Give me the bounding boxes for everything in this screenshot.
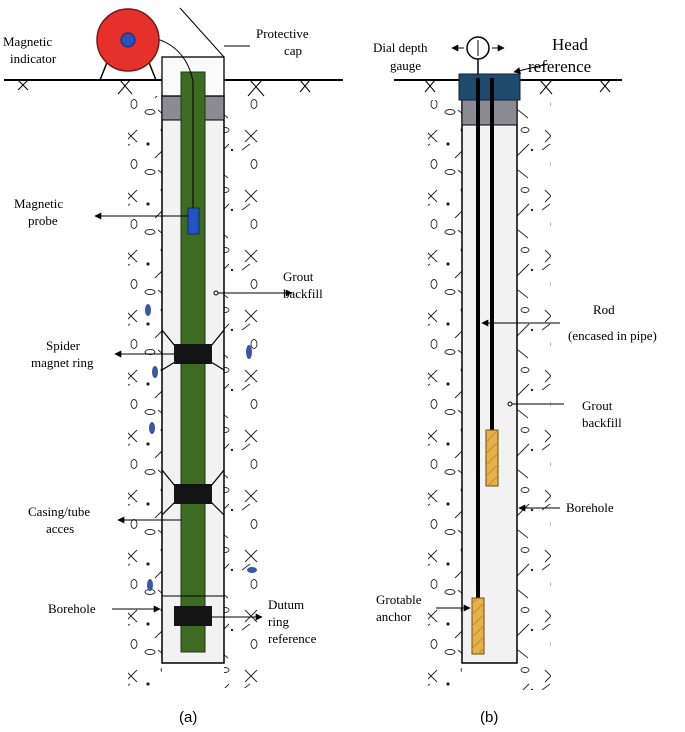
soil-right-a <box>224 96 260 688</box>
label-magnetic-indicator: Magnetic indicator <box>3 34 57 66</box>
spider-ring-1 <box>161 329 225 371</box>
ground-hatch-b <box>424 79 611 95</box>
arrow-head-reference <box>513 63 549 74</box>
caption-a: (a) <box>179 709 197 726</box>
label-protective-cap: Protective cap <box>256 26 312 58</box>
diagram-b: Dial depth gauge Head reference Rod (enc… <box>373 35 657 726</box>
ground-hatch-a <box>17 79 311 97</box>
stone <box>246 345 252 359</box>
cap-hinge-line <box>179 7 225 58</box>
cement-band-b <box>461 99 518 126</box>
label-rod: Rod (encased in pipe) <box>568 302 657 343</box>
label-magnetic-probe: Magnetic probe <box>14 196 66 228</box>
stone <box>147 579 153 591</box>
magnetic-indicator <box>96 8 160 81</box>
label-dial-gauge: Dial depth gauge <box>373 40 431 73</box>
datum-ring <box>174 606 212 626</box>
label-datum-ring: Dutum ring reference <box>268 597 317 646</box>
label-grout-backfill-a: Grout backfill <box>283 269 323 301</box>
head-reference-block <box>458 73 521 101</box>
label-spider-ring: Spider magnet ring <box>31 338 94 370</box>
label-grout-backfill-b: Grout backfill <box>582 398 622 430</box>
soil-right-b <box>517 100 551 690</box>
diagram-a: Magnetic indicator Protective cap Magnet… <box>3 7 343 726</box>
stone <box>247 567 257 573</box>
stone <box>145 304 151 316</box>
label-casing-tube: Casing/tube acces <box>28 504 93 536</box>
borehole-b <box>461 99 518 664</box>
label-grotable-anchor: Grotable anchor <box>376 592 425 624</box>
spider-ring-2 <box>161 469 225 516</box>
label-head-reference: Head reference <box>528 35 592 76</box>
magnetic-probe <box>187 207 200 235</box>
stone <box>149 422 155 434</box>
soil-left-b <box>428 100 462 690</box>
stone <box>152 366 158 378</box>
label-borehole-b: Borehole <box>566 500 614 515</box>
dial-gauge <box>451 36 505 74</box>
caption-b: (b) <box>480 709 498 726</box>
soil-left-a <box>128 96 162 688</box>
label-borehole-a: Borehole <box>48 601 96 616</box>
